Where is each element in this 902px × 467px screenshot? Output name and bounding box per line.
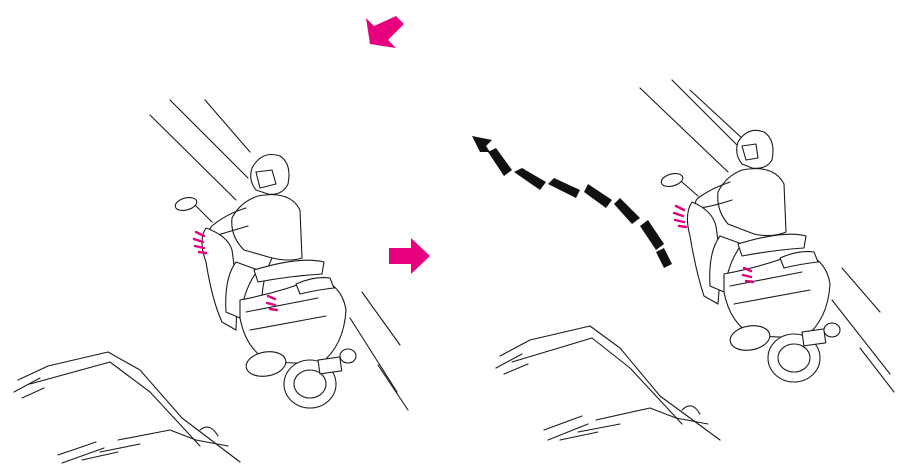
scooter-rider-left bbox=[174, 153, 357, 409]
left-panel bbox=[13, 99, 409, 464]
motion-marks-left bbox=[192, 230, 279, 312]
right-panel bbox=[472, 79, 895, 441]
motion-lines-right-bottom bbox=[831, 267, 895, 393]
curved-dashed-arrow-icon bbox=[472, 136, 672, 268]
arrow-down-left-icon bbox=[366, 16, 404, 48]
motion-lines-right-top bbox=[639, 79, 745, 173]
scooter-rider-right bbox=[660, 129, 841, 383]
car-left bbox=[13, 351, 241, 464]
motion-lines-left-top bbox=[149, 99, 251, 201]
motion-marks-right bbox=[672, 204, 755, 284]
motion-lines-left-bottom bbox=[349, 291, 409, 411]
car-right bbox=[495, 325, 721, 441]
arrow-right-icon bbox=[389, 238, 430, 274]
